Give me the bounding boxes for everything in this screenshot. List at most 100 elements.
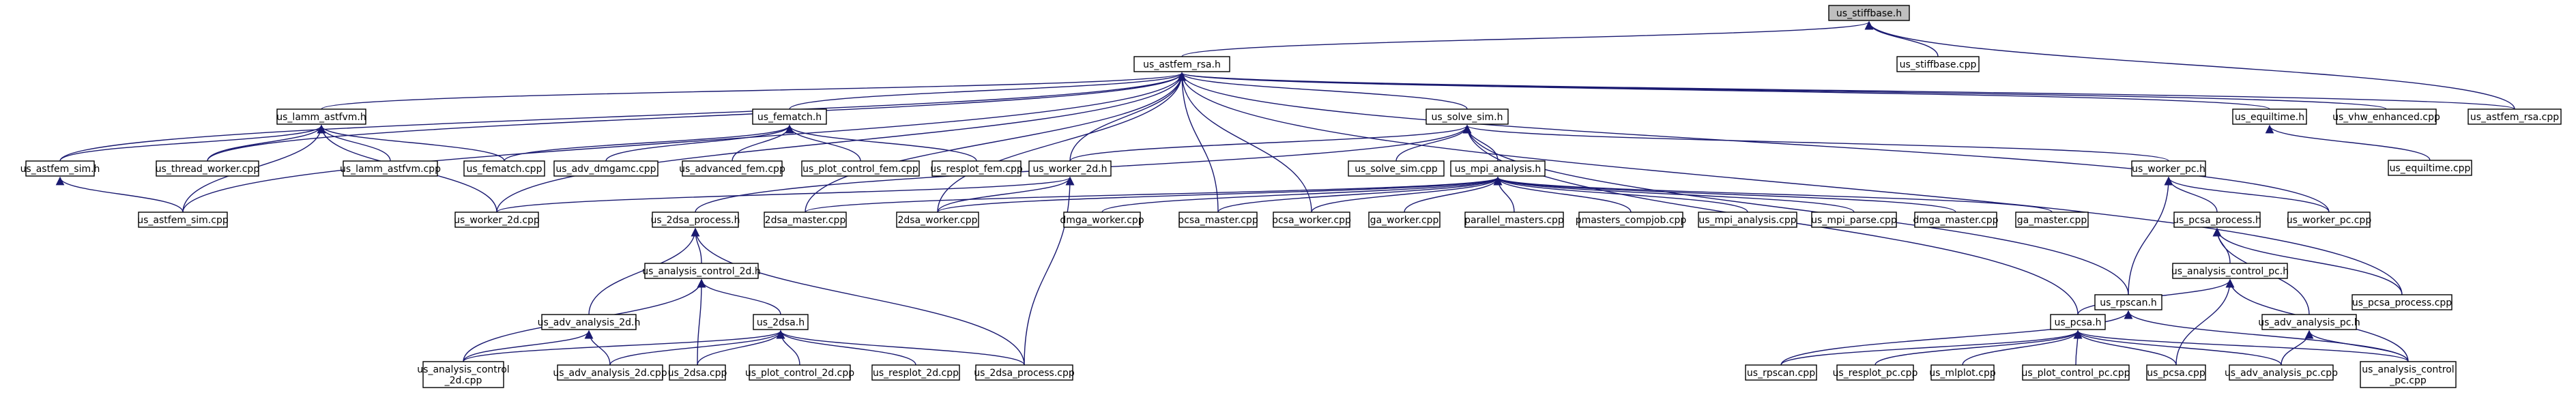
graph-node-n7[interactable]: us_equiltime.h: [2232, 108, 2307, 125]
graph-node-n47[interactable]: us_adv_analysis_pc.h: [2258, 314, 2360, 330]
graph-node-n25[interactable]: us_2dsa_process.h: [651, 212, 740, 228]
node-box: [1811, 212, 1897, 228]
graph-node-n26[interactable]: 2dsa_master.cpp: [764, 212, 847, 228]
node-label: us_astfem_sim.h: [20, 164, 100, 175]
graph-node-n37[interactable]: ga_master.cpp: [2015, 212, 2089, 228]
include-edge-n2-to-n1: [1181, 20, 1873, 57]
include-edge-n45-to-n40: [697, 278, 781, 315]
graph-node-n50[interactable]: us_2dsa.cpp: [668, 364, 727, 381]
include-edge-n53-to-n25: [691, 227, 1025, 366]
node-box: [2173, 212, 2261, 228]
graph-node-n9[interactable]: us_astfem_rsa.cpp: [2468, 108, 2562, 125]
include-edge-n48-to-n44: [463, 330, 594, 362]
node-box: [2015, 212, 2089, 228]
graph-node-n4[interactable]: us_lamm_astfvm.h: [276, 108, 366, 125]
node-box: [276, 108, 366, 125]
graph-node-n13[interactable]: us_lamm_astfvm.cpp: [340, 160, 441, 177]
graph-node-n29[interactable]: pcsa_master.cpp: [1178, 212, 1258, 228]
include-edge-n30-to-n2: [1177, 72, 1312, 213]
include-edge-n50-to-n45: [697, 330, 785, 366]
graph-node-n21[interactable]: us_mpi_analysis.h: [1450, 160, 1546, 177]
include-edge-n19-to-n6: [1069, 124, 1472, 162]
graph-node-n24[interactable]: us_worker_2d.cpp: [454, 212, 540, 228]
include-edge-n26-to-n21: [805, 176, 1502, 213]
graph-node-n43[interactable]: us_pcsa_process.cpp: [2351, 294, 2452, 310]
graph-node-n33[interactable]: pmasters_compjob.cpp: [1576, 212, 1687, 228]
graph-node-n59[interactable]: us_adv_analysis_pc.cpp: [2225, 364, 2338, 381]
node-label: us_vhw_enhanced.cpp: [2332, 112, 2440, 123]
include-edge-n14-to-n4: [317, 124, 505, 162]
graph-node-n44[interactable]: us_adv_analysis_2d.h: [538, 314, 641, 330]
graph-node-n48[interactable]: us_analysis_control_2d.cpp: [417, 361, 510, 388]
graph-node-n2[interactable]: us_astfem_rsa.h: [1133, 56, 1230, 72]
graph-node-n5[interactable]: us_fematch.h: [752, 108, 827, 125]
graph-node-n6[interactable]: us_solve_sim.h: [1426, 108, 1509, 125]
node-box: [1028, 160, 1112, 177]
node-label: us_pcsa.cpp: [2147, 368, 2205, 379]
include-edge-n29-to-n2: [1177, 72, 1219, 213]
graph-node-n14[interactable]: us_fematch.cpp: [463, 160, 545, 177]
node-label: dmga_master.cpp: [1913, 215, 1999, 226]
graph-node-n38[interactable]: us_pcsa_process.h: [2173, 212, 2261, 228]
graph-node-n45[interactable]: us_2dsa.h: [753, 314, 809, 330]
graph-node-n53[interactable]: us_2dsa_process.cpp: [974, 364, 1075, 381]
graph-node-n36[interactable]: dmga_master.cpp: [1913, 212, 1999, 228]
node-box: [1828, 5, 1910, 21]
graph-node-n23[interactable]: us_astfem_sim.cpp: [137, 212, 229, 228]
graph-node-n52[interactable]: us_resplot_2d.cpp: [871, 364, 960, 381]
node-box: [1133, 56, 1230, 72]
graph-node-n27[interactable]: 2dsa_worker.cpp: [896, 212, 979, 228]
graph-node-n56[interactable]: us_mlplot.cpp: [1929, 364, 1996, 381]
node-label: us_fematch.cpp: [467, 164, 542, 175]
graph-node-n40[interactable]: us_analysis_control_2d.h: [642, 263, 761, 279]
graph-node-n55[interactable]: us_resplot_pc.cpp: [1833, 364, 1918, 381]
graph-node-n28[interactable]: dmga_worker.cpp: [1060, 212, 1144, 228]
graph-node-n8[interactable]: us_vhw_enhanced.cpp: [2332, 108, 2440, 125]
graph-node-n42[interactable]: us_analysis_control_pc.h: [2171, 263, 2289, 279]
graph-node-n57[interactable]: us_plot_control_pc.cpp: [2021, 364, 2130, 381]
graph-node-n34[interactable]: us_mpi_analysis.cpp: [1698, 212, 1797, 228]
graph-node-n22[interactable]: us_worker_pc.h: [2131, 160, 2206, 177]
graph-node-n30[interactable]: pcsa_worker.cpp: [1272, 212, 1351, 228]
graph-node-n51[interactable]: us_plot_control_2d.cpp: [745, 364, 854, 381]
graph-node-n31[interactable]: ga_worker.cpp: [1368, 212, 1441, 228]
graph-node-n35[interactable]: us_mpi_parse.cpp: [1811, 212, 1897, 228]
graph-node-n39[interactable]: us_worker_pc.cpp: [2287, 212, 2372, 228]
include-edge-n13-to-n4: [317, 124, 391, 162]
graph-node-n58[interactable]: us_pcsa.cpp: [2146, 364, 2206, 381]
graph-node-n49[interactable]: us_adv_analysis_2d.cpp: [553, 364, 667, 381]
edges-layer: [55, 20, 2515, 366]
graph-node-n60[interactable]: us_analysis_control_pc.cpp: [2360, 361, 2457, 388]
nodes-layer: us_stiffbase.h us_astfem_rsa.h us_stiffbas…: [20, 5, 2562, 388]
node-label: pcsa_worker.cpp: [1272, 215, 1351, 226]
graph-node-n1[interactable]: us_stiffbase.h: [1828, 5, 1910, 21]
graph-node-n3[interactable]: us_stiffbase.cpp: [1896, 56, 1980, 72]
node-label: _2d.cpp: [444, 375, 482, 386]
graph-node-n54[interactable]: us_rpscan.cpp: [1745, 364, 1817, 381]
graph-node-n15[interactable]: us_adv_dmgamc.cpp: [553, 160, 659, 177]
node-label: us_thread_worker.cpp: [156, 164, 260, 175]
graph-node-n32[interactable]: parallel_masters.cpp: [1464, 212, 1564, 228]
node-box: [2351, 294, 2452, 310]
node-label: us_astfem_sim.cpp: [137, 215, 229, 226]
node-box: [1273, 212, 1350, 228]
graph-node-n11[interactable]: us_astfem_sim.h: [20, 160, 100, 177]
graph-node-n46[interactable]: us_pcsa.h: [2050, 314, 2106, 330]
graph-node-n10[interactable]: us_equiltime.cpp: [2388, 160, 2472, 176]
graph-node-n20[interactable]: us_solve_sim.cpp: [1348, 160, 1445, 177]
node-box: [1698, 212, 1797, 228]
node-label: parallel_masters.cpp: [1464, 215, 1564, 226]
graph-node-n17[interactable]: us_plot_control_fem.cpp: [801, 160, 920, 177]
node-label: us_resplot_fem.cpp: [930, 164, 1023, 175]
node-label: 2dsa_worker.cpp: [897, 215, 977, 226]
graph-node-n18[interactable]: us_resplot_fem.cpp: [930, 160, 1023, 177]
include-edge-n16-to-n5: [732, 124, 794, 162]
graph-node-n12[interactable]: us_thread_worker.cpp: [156, 160, 260, 177]
include-edge-n10-to-n7: [2265, 124, 2431, 161]
graph-node-n16[interactable]: us_advanced_fem.cpp: [679, 160, 785, 177]
node-label: pmasters_compjob.cpp: [1576, 215, 1687, 226]
graph-node-n19[interactable]: us_worker_2d.h: [1028, 160, 1112, 177]
node-label: us_worker_pc.cpp: [2287, 215, 2372, 226]
node-box: [752, 108, 827, 125]
graph-node-n41[interactable]: us_rpscan.h: [2094, 294, 2162, 310]
